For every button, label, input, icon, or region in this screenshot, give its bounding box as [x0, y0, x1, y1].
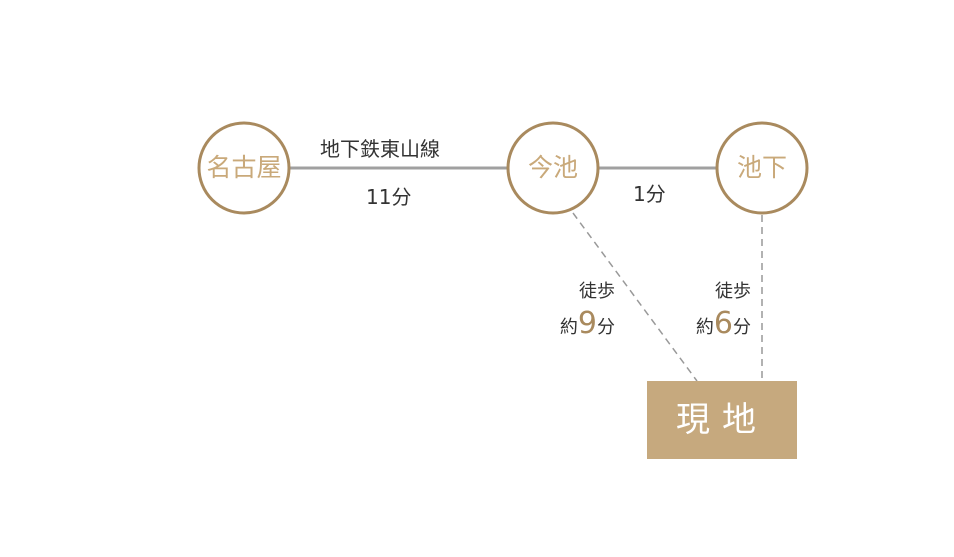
walk-prefix: 約: [559, 317, 578, 338]
walk-path-imaike: [572, 212, 698, 382]
walk-label-imaike: 徒歩 約9分: [540, 276, 615, 344]
walk-minutes: 9: [577, 306, 597, 341]
station-nagoya: 名古屋: [206, 153, 282, 182]
station-circle-nagoya: [197, 121, 291, 215]
walk-text: 徒歩: [579, 281, 615, 302]
travel-time-nagoya-imaike: 11分: [366, 185, 412, 209]
walk-text: 徒歩: [715, 281, 751, 302]
travel-time-imaike-ikeshita: 1分: [633, 182, 666, 206]
walk-unit: 分: [733, 317, 751, 338]
walk-label-ikeshita: 徒歩 約6分: [676, 276, 751, 344]
station-circle-ikeshita: [715, 121, 809, 215]
station-imaike: 今池: [527, 153, 578, 182]
walk-prefix: 約: [695, 317, 714, 338]
current-location-box: 現地: [647, 381, 797, 459]
walk-unit: 分: [597, 317, 615, 338]
walk-minutes: 6: [713, 306, 733, 341]
station-circle-imaike: [506, 121, 600, 215]
station-ikeshita: 池下: [736, 153, 787, 182]
line-name: 地下鉄東山線: [320, 137, 440, 161]
